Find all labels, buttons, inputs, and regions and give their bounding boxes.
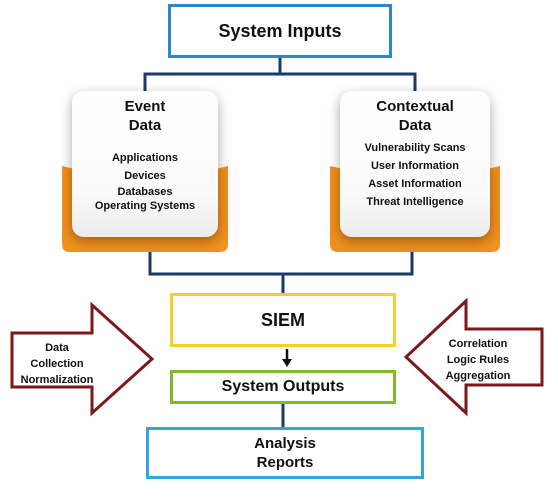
contextual-data-title-line1: Contextual bbox=[376, 98, 454, 115]
system-outputs-box: System Outputs bbox=[170, 370, 396, 404]
analysis-line1: Analysis bbox=[254, 435, 316, 452]
event-data-title-line1: Event bbox=[124, 98, 166, 115]
siem-box: SIEM bbox=[170, 293, 396, 347]
cards-to-siem-connector bbox=[148, 252, 414, 276]
contextual-data-item: User Information bbox=[370, 160, 459, 172]
left-input-arrow bbox=[10, 301, 155, 417]
event-data-title-line2: Data bbox=[128, 117, 162, 134]
right-input-arrow bbox=[403, 297, 544, 417]
contextual-data-card: Contextual Data Vulnerability Scans User… bbox=[340, 91, 490, 237]
left-arrow-line: Collection bbox=[30, 358, 84, 370]
analysis-line2: Reports bbox=[256, 454, 314, 471]
event-data-card: Event Data Applications Devices Database… bbox=[72, 91, 218, 237]
inputs-connector-line bbox=[143, 72, 417, 91]
event-data-item: Databases bbox=[117, 186, 173, 198]
right-arrow-label: Correlation Logic Rules Aggregation bbox=[428, 336, 528, 384]
system-outputs-title: System Outputs bbox=[221, 378, 345, 395]
left-arrow-label: Data Collection Normalization bbox=[10, 340, 104, 388]
system-inputs-title: System Inputs bbox=[218, 20, 342, 41]
siem-to-outputs-arrowhead bbox=[282, 359, 292, 367]
event-data-item: Operating Systems bbox=[94, 200, 196, 212]
event-data-items: Applications Devices Databases Operating… bbox=[72, 149, 218, 213]
siem-title: SIEM bbox=[260, 309, 305, 330]
event-data-item: Applications bbox=[111, 152, 178, 164]
left-arrow-line: Normalization bbox=[20, 374, 94, 386]
right-arrow-line: Logic Rules bbox=[446, 354, 510, 366]
right-arrow-line: Correlation bbox=[448, 338, 508, 350]
system-inputs-box: System Inputs bbox=[168, 4, 392, 58]
contextual-data-item: Vulnerability Scans bbox=[364, 142, 466, 154]
left-arrow-line: Data bbox=[45, 342, 69, 354]
analysis-reports-box: Analysis Reports bbox=[146, 427, 424, 479]
right-arrow-line: Aggregation bbox=[445, 370, 511, 382]
contextual-data-items: Vulnerability Scans User Information Ass… bbox=[340, 139, 490, 211]
contextual-data-title-line2: Data bbox=[398, 117, 432, 134]
contextual-data-item: Threat Intelligence bbox=[366, 196, 464, 208]
event-data-item: Devices bbox=[124, 170, 166, 182]
contextual-data-item: Asset Information bbox=[368, 178, 462, 190]
